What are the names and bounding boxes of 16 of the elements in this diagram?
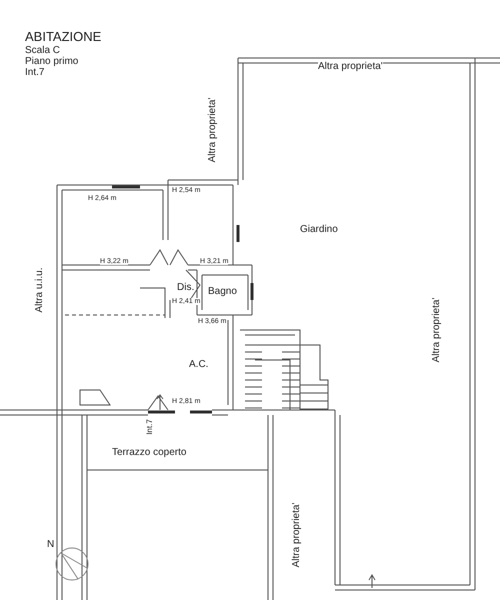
room-label: Int.7 xyxy=(146,419,154,435)
room-label: Altra u.i.u. xyxy=(35,267,45,313)
room-label: N xyxy=(47,540,54,550)
room-label: Altra proprieta' xyxy=(432,298,442,362)
room-label: Scala C xyxy=(25,46,60,56)
room-label: Altra proprieta' xyxy=(318,62,383,72)
room-label: Dis. xyxy=(177,283,194,293)
room-label: Terrazzo coperto xyxy=(112,448,186,458)
room-label: Piano primo xyxy=(25,57,78,67)
room-label: Int.7 xyxy=(25,68,44,78)
room-label: Altra proprieta' xyxy=(292,502,302,568)
room-label: A.C. xyxy=(189,360,208,370)
room-label: ABITAZIONE xyxy=(25,30,102,43)
room-label: Altra proprieta' xyxy=(208,98,218,162)
room-label: Giardino xyxy=(300,225,338,235)
room-label: Bagno xyxy=(208,287,237,297)
